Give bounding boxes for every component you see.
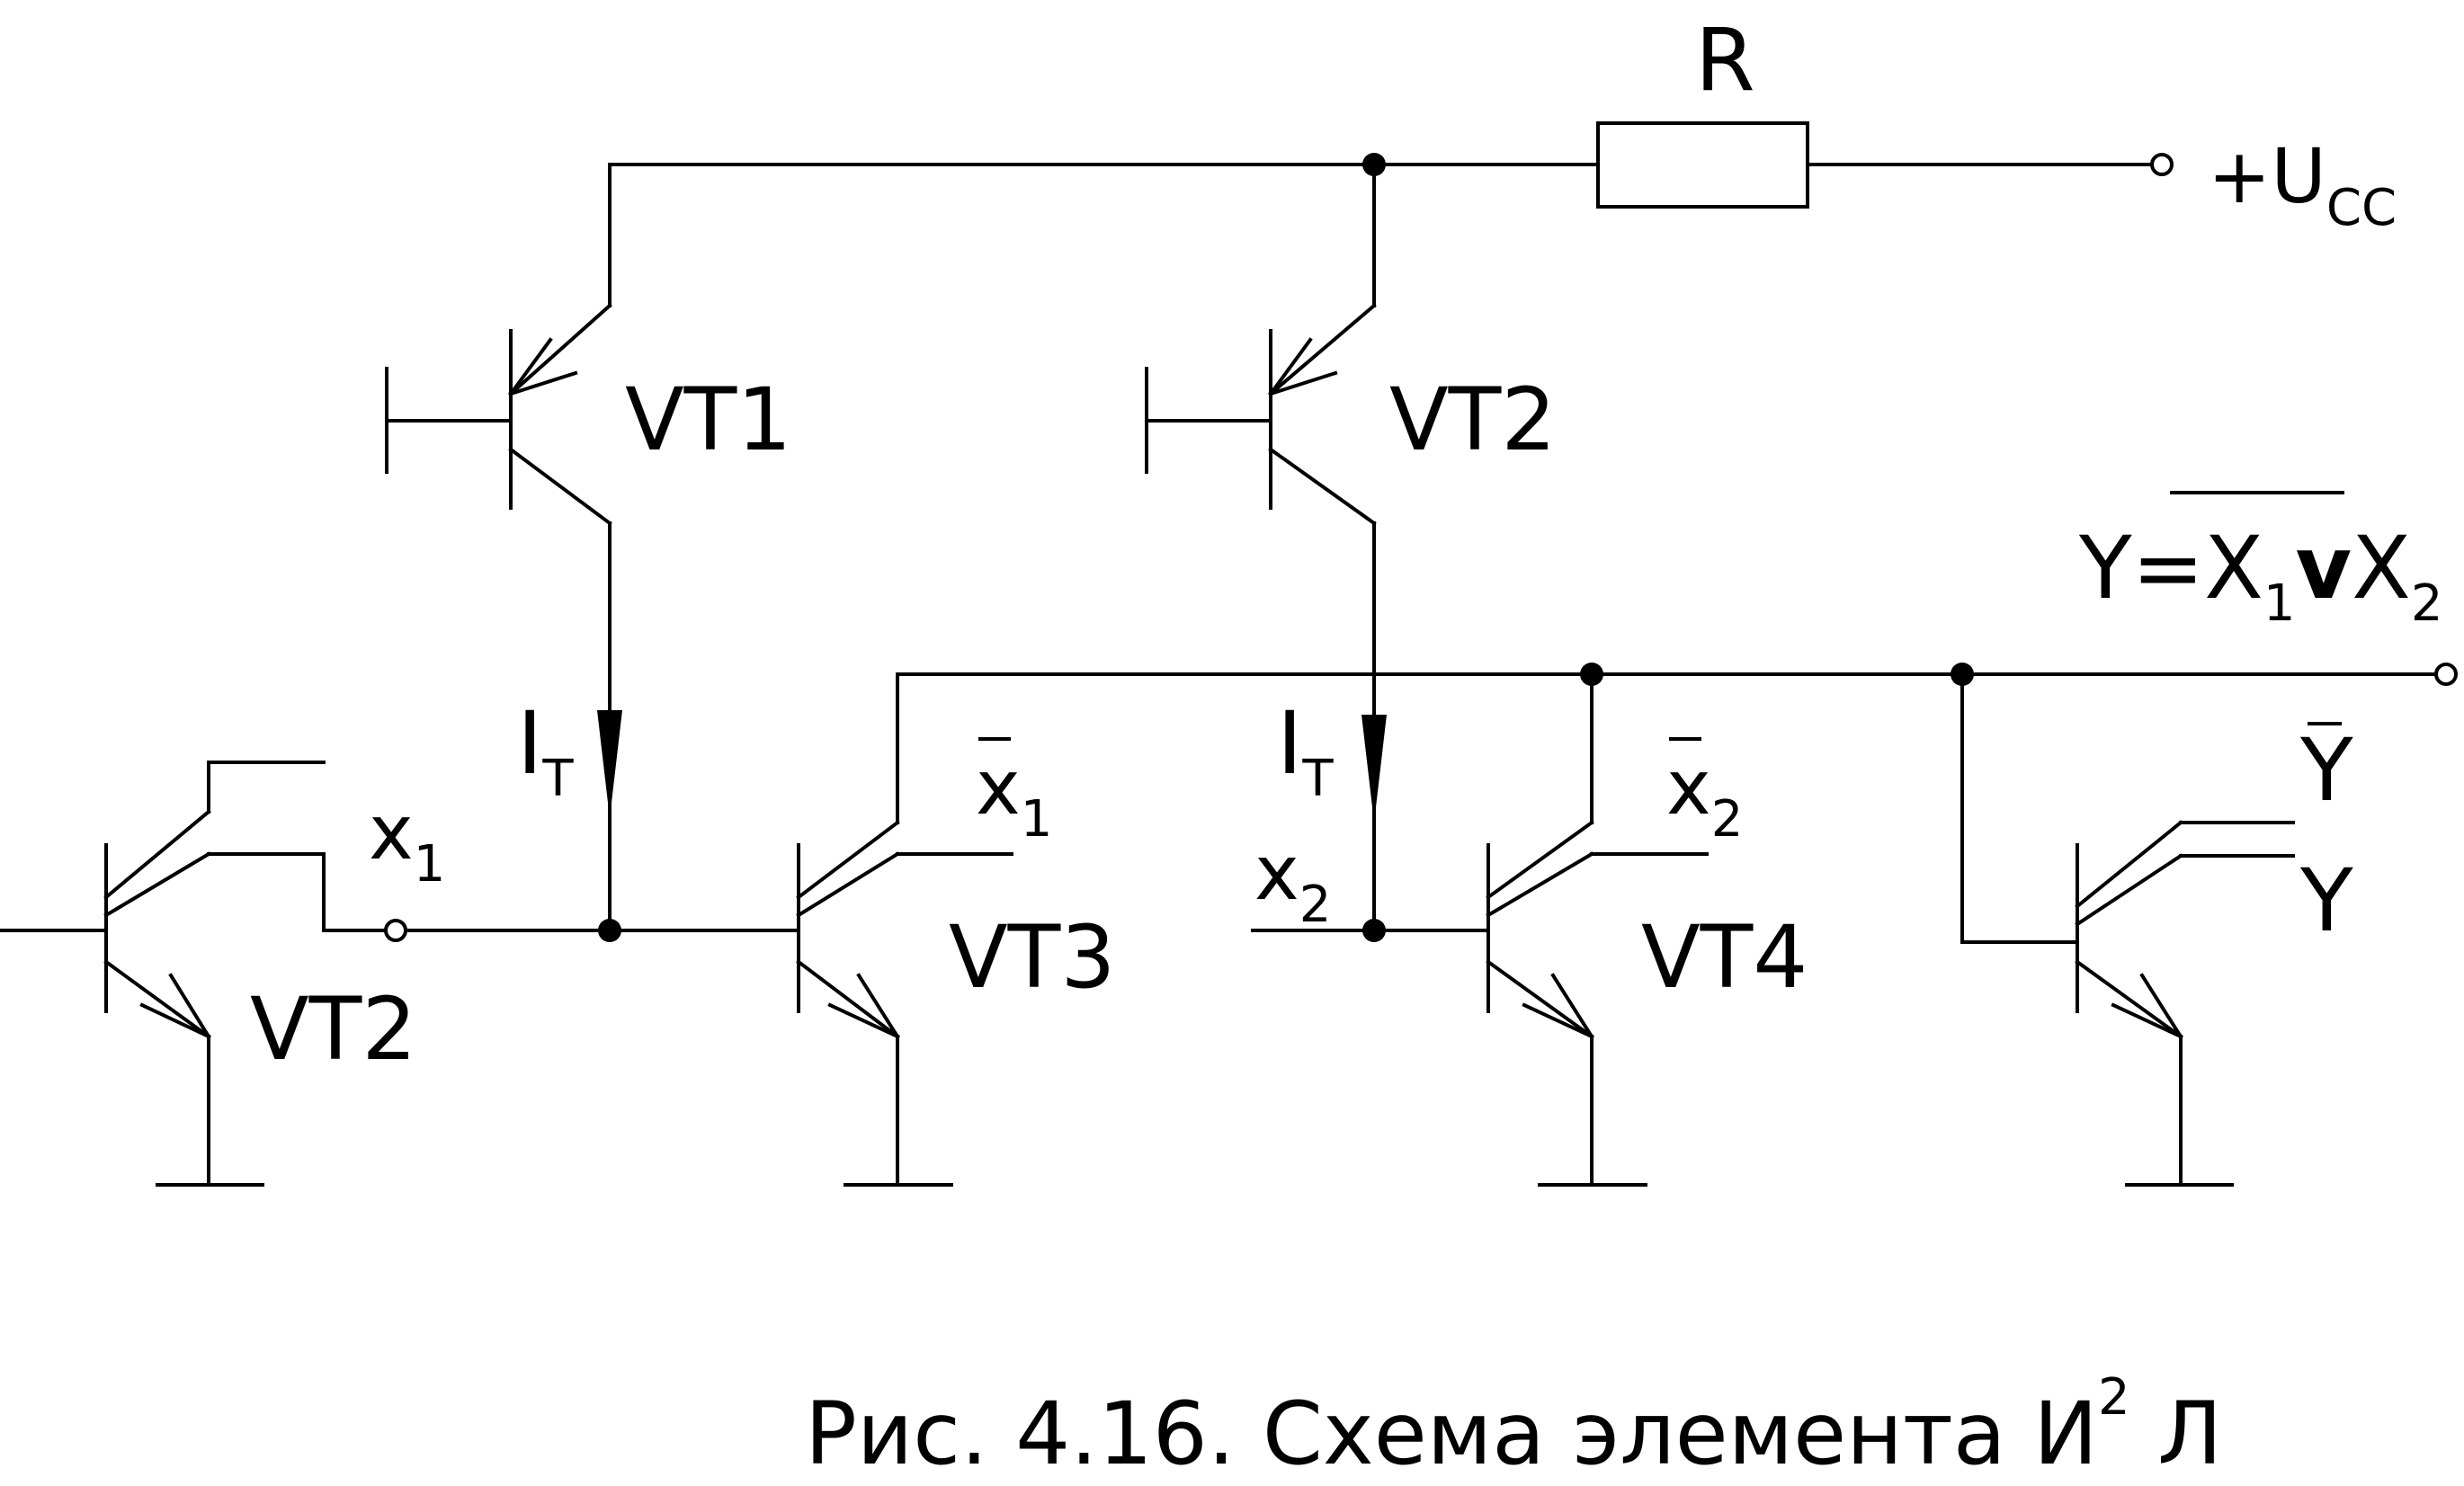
label-it-1: IT bbox=[517, 693, 574, 808]
label-vt2-top: VT2 bbox=[1389, 369, 1556, 470]
label-it-2: IT bbox=[1277, 693, 1334, 808]
transistor-output bbox=[1960, 672, 2295, 1187]
transistor-vt4 bbox=[1486, 672, 1709, 1187]
resistor-r bbox=[1596, 121, 1809, 209]
label-supply: +UCC bbox=[2208, 132, 2397, 237]
label-vt2-left: VT2 bbox=[250, 979, 416, 1080]
label-y: Y bbox=[2299, 850, 2353, 951]
output-bus bbox=[896, 663, 2437, 686]
supply-rail bbox=[608, 153, 2154, 307]
supply-terminal[interactable] bbox=[2150, 153, 2174, 176]
transistor-vt2-left bbox=[0, 761, 387, 1187]
label-vt4: VT4 bbox=[1641, 907, 1808, 1008]
label-x1-bar: x1 bbox=[976, 743, 1052, 849]
current-arrow-2 bbox=[1361, 715, 1387, 823]
x2-node-wire bbox=[1251, 919, 1490, 942]
x1-input-terminal[interactable] bbox=[384, 919, 407, 942]
transistor-vt2-top bbox=[1145, 163, 1377, 932]
label-x2: x2 bbox=[1254, 829, 1331, 934]
transistor-vt3 bbox=[796, 672, 1013, 1187]
label-r: R bbox=[1695, 10, 1755, 111]
label-y-bar: Y bbox=[2299, 720, 2353, 821]
label-x1: x1 bbox=[369, 788, 445, 894]
output-terminal[interactable] bbox=[2434, 663, 2458, 686]
formula: Y=X1vX2 bbox=[2078, 518, 2442, 633]
figure-caption: Рис. 4.16. Схема элемента И2 Л bbox=[805, 1368, 2222, 1484]
label-vt3: VT3 bbox=[949, 907, 1115, 1008]
label-vt1: VT1 bbox=[625, 369, 791, 470]
x1-node-wire bbox=[405, 919, 800, 942]
label-x2-bar: x2 bbox=[1666, 743, 1743, 849]
current-arrow-1 bbox=[597, 710, 622, 818]
